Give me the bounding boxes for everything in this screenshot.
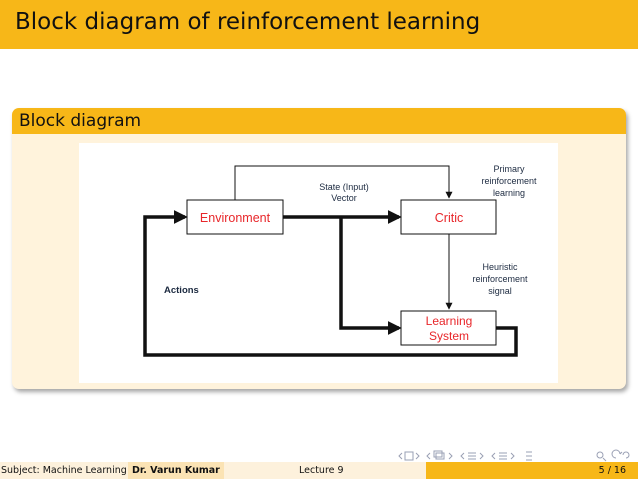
heuristic-label-line2: reinforcement	[472, 274, 528, 284]
nav-document-back-icon[interactable]	[491, 452, 496, 460]
footer-subject: Subject: Machine Learning	[0, 462, 128, 479]
footer-lecture-text: Lecture 9	[299, 465, 344, 476]
critic-box	[400, 199, 497, 235]
primary-label-line1: Primary	[494, 164, 525, 174]
nav-search-icon[interactable]	[596, 451, 607, 462]
nav-appendix-icon[interactable]	[526, 451, 532, 461]
actions-loop-arrow	[143, 210, 518, 357]
footer-lecture: Lecture 9	[224, 462, 426, 479]
state-branch-arrow	[339, 217, 402, 335]
critic-label: Critic	[435, 211, 463, 225]
nav-document-icon[interactable]	[499, 452, 507, 460]
navigation-controls	[398, 448, 630, 462]
nav-subsection-icon[interactable]	[433, 450, 445, 460]
nav-subsection-back-icon[interactable]	[426, 452, 431, 460]
actions-label: Actions	[164, 285, 199, 296]
learning-system-box	[400, 310, 497, 346]
primary-label-line3: learning	[493, 188, 525, 198]
slide-title: Block diagram of reinforcement learning	[15, 9, 481, 35]
nav-frame-back-icon[interactable]	[398, 452, 403, 460]
nav-frame-forward-icon[interactable]	[415, 452, 420, 460]
learning-system-label-line2: System	[429, 329, 469, 343]
state-vector-label-line1: State (Input)	[319, 182, 369, 192]
learning-system-label-line1: Learning	[426, 314, 473, 328]
footer-subject-text: Subject: Machine Learning	[1, 465, 127, 476]
footer-bar: Subject: Machine Learning Dr. Varun Kuma…	[0, 462, 638, 479]
nav-frame-icon[interactable]	[404, 451, 414, 461]
slide-title-bar: Block diagram of reinforcement learning	[0, 0, 638, 49]
nav-back-icon[interactable]	[611, 449, 623, 459]
nav-subsection-forward-icon[interactable]	[448, 452, 453, 460]
footer-page-number: 5 / 16	[598, 465, 626, 476]
rl-block-diagram: Environment Critic Learning System State…	[143, 164, 537, 357]
nav-section-icon[interactable]	[468, 452, 476, 460]
state-vector-label-line2: Vector	[331, 193, 357, 203]
block-title: Block diagram	[19, 111, 142, 131]
nav-document-forward-icon[interactable]	[510, 452, 515, 460]
heuristic-label-line1: Heuristic	[482, 262, 518, 272]
nav-section-forward-icon[interactable]	[479, 452, 484, 460]
footer-page: 5 / 16	[426, 462, 638, 479]
primary-label-line2: reinforcement	[481, 176, 537, 186]
footer-author: Dr. Varun Kumar	[128, 462, 224, 479]
footer-author-text: Dr. Varun Kumar	[132, 465, 220, 476]
environment-label: Environment	[200, 211, 271, 225]
nav-section-back-icon[interactable]	[460, 452, 465, 460]
nav-forward-icon[interactable]	[622, 451, 630, 459]
nav-symbols	[398, 449, 630, 462]
primary-feedback-line	[234, 165, 453, 200]
block-header: Block diagram	[12, 108, 626, 134]
diagram-image: Environment Critic Learning System State…	[79, 143, 558, 383]
heuristic-label-line3: signal	[488, 286, 512, 296]
